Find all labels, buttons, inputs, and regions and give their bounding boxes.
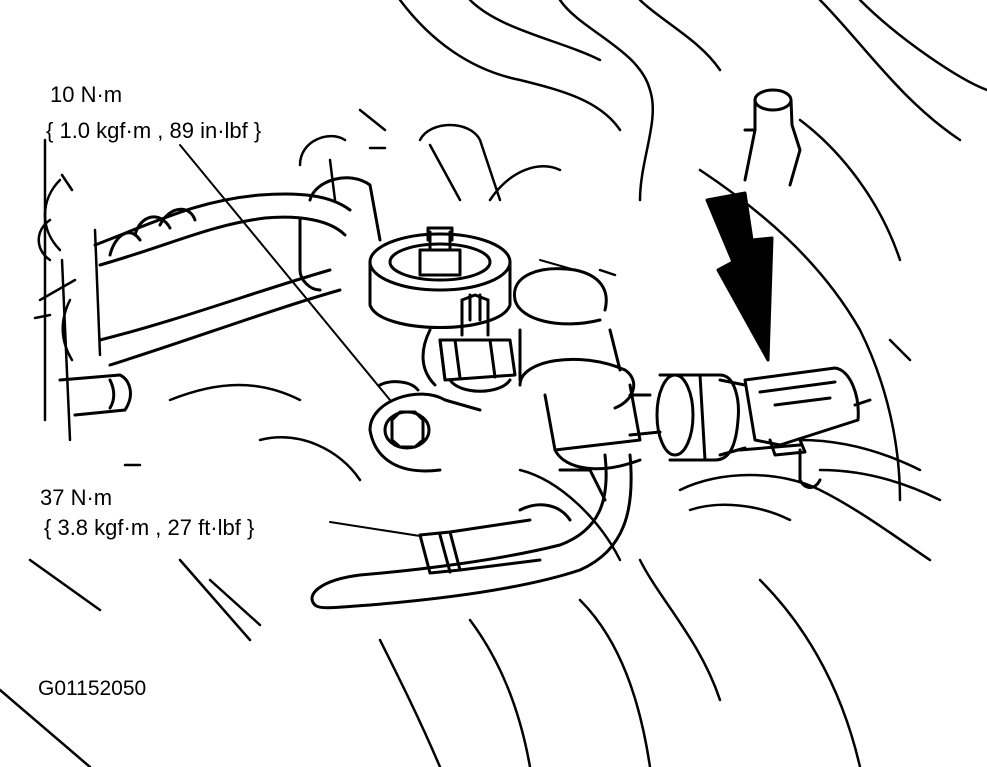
left-hose [60,194,350,415]
torque-spec-upper-alt-units: { 1.0 kgf·m , 89 in·lbf } [46,118,262,143]
hose-clamp [514,269,640,500]
sensor-hose [630,375,745,460]
lower-pipe [312,455,631,608]
figure-id: G01152050 [38,677,147,700]
torque-spec-lower-alt-units: { 3.8 kgf·m , 27 ft·lbf } [44,515,255,540]
torque-spec-lower-value: 37 N·m [40,485,113,510]
temperature-sensor [423,295,515,391]
leader-lines [180,145,575,536]
misc-marks [35,270,910,465]
torque-spec-upper-value: 10 N·m [50,82,123,107]
left-bracket [39,140,100,440]
flange-bolt [370,382,480,471]
down-arrow-icon [707,193,772,360]
top-bolt [745,90,800,185]
coolant-cap [300,178,510,328]
electrical-connector [740,368,870,488]
